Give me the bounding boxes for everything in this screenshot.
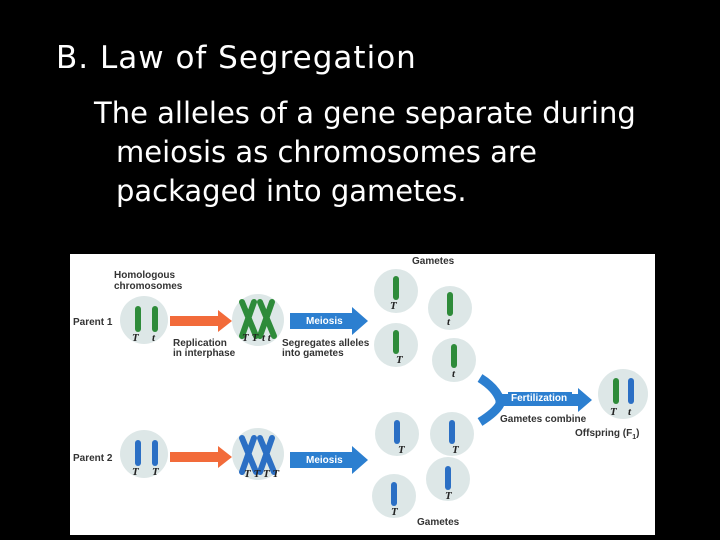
slide-title: B. Law of Segregation — [56, 40, 417, 76]
parent1-label: Parent 1 — [73, 317, 113, 328]
gametes-bottom-label: Gametes — [417, 517, 460, 528]
body-line-3: packaged into gametes. — [116, 174, 467, 208]
interphase-label: in interphase — [173, 348, 236, 359]
body-line-1: The alleles of a gene separate during — [94, 96, 636, 130]
allele-off-T: T — [610, 406, 617, 418]
allele-p1-T: T — [132, 332, 139, 344]
meiosis-label-2: Meiosis — [306, 455, 343, 466]
allele-g8: T — [391, 506, 398, 518]
fertilization-label: Fertilization — [511, 393, 568, 404]
allele-off-t: t — [628, 406, 632, 418]
allele-p1-t: t — [152, 332, 156, 344]
replication-label: Replication — [173, 338, 227, 349]
allele-g1: T — [390, 300, 397, 312]
offspring-text: Offspring (F — [575, 428, 633, 439]
offspring-label: Offspring (F1) — [575, 428, 639, 443]
segregation-figure: Homologous chromosomes Gametes Parent 1 … — [70, 254, 655, 535]
parent2-label: Parent 2 — [73, 453, 113, 464]
allele-rep2-TTTT: T T T T — [244, 468, 280, 480]
allele-g7: T — [445, 490, 452, 502]
offspring-subscript: 1 — [632, 434, 637, 441]
into-gametes-label: into gametes — [282, 348, 344, 359]
meiosis-label-1: Meiosis — [306, 316, 343, 327]
allele-rep1-TT: T T — [242, 332, 259, 344]
allele-g3: T — [396, 354, 403, 366]
gametes-top-label: Gametes — [412, 256, 455, 267]
allele-g5: T — [398, 444, 405, 456]
allele-g2: t — [447, 316, 451, 328]
allele-g4: t — [452, 368, 456, 380]
allele-g6: T — [452, 444, 459, 456]
fertilization-merge — [477, 374, 505, 426]
homologous-label: Homologous — [114, 270, 176, 281]
red-arrow-1 — [170, 310, 232, 332]
allele-rep1-tt: t t — [262, 332, 271, 344]
diagram-graphics — [120, 269, 648, 518]
body-line-2: meiosis as chromosomes are — [116, 135, 537, 169]
segregates-label: Segregates alleles — [282, 338, 370, 349]
slide-body: The alleles of a gene separate during me… — [94, 94, 694, 211]
red-arrow-2 — [170, 446, 232, 468]
gametes-combine-label: Gametes combine — [500, 414, 587, 425]
offspring-close: ) — [636, 428, 640, 439]
allele-p2-T1: T — [132, 466, 139, 478]
allele-p2-T2: T — [152, 466, 159, 478]
chromosomes-label: chromosomes — [114, 281, 183, 292]
